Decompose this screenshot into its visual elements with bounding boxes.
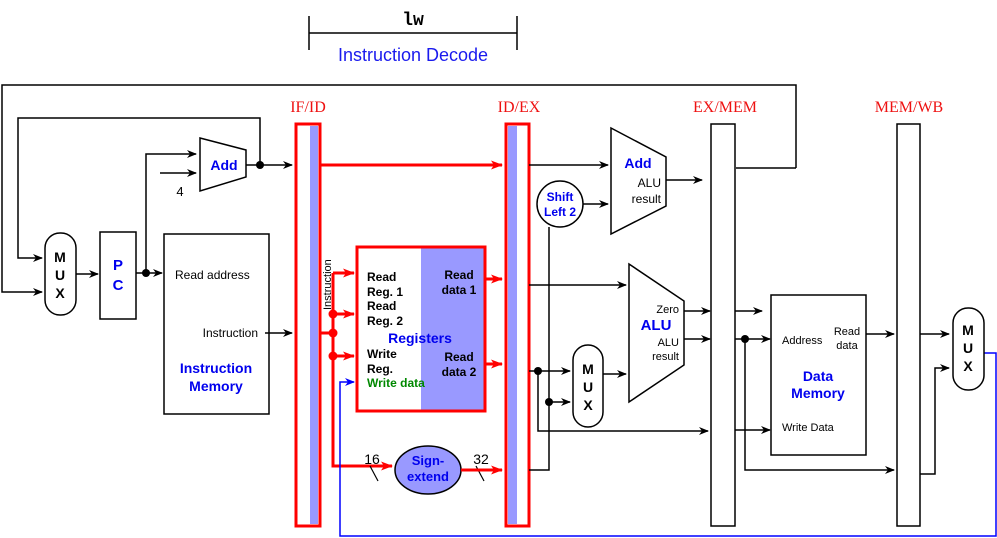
svg-text:ALU: ALU: [638, 176, 661, 190]
writeback-mux: M U X: [952, 307, 985, 391]
stage-header: lw Instruction Decode: [308, 11, 518, 65]
svg-text:Write Data: Write Data: [782, 422, 835, 434]
sign-extend: Sign- extend: [394, 445, 462, 495]
svg-text:X: X: [583, 397, 593, 413]
junction-dot: [328, 328, 338, 338]
svg-text:ALU: ALU: [658, 337, 679, 349]
alu: Zero ALU ALU result: [628, 262, 685, 404]
pc-plus4-feedback-wire: [17, 117, 261, 262]
svg-text:Read: Read: [444, 268, 473, 282]
shift-left-2: Shift Left 2: [536, 180, 584, 228]
svg-text:data 1: data 1: [442, 283, 477, 297]
instruction-memory: Read address Instruction Instruction Mem…: [163, 233, 270, 415]
svg-text:Shift: Shift: [547, 190, 574, 204]
mem-wb-register: [896, 123, 921, 527]
pc-to-adder-wire: [145, 150, 197, 273]
svg-text:Reg. 1: Reg. 1: [367, 285, 403, 299]
svg-text:Registers: Registers: [388, 330, 452, 346]
pc-mux: M U X: [44, 232, 77, 316]
svg-text:data 2: data 2: [442, 365, 477, 379]
bus-width-slash: [369, 465, 379, 482]
bus-width-slash: [475, 465, 485, 482]
svg-text:ALU: ALU: [641, 317, 672, 334]
id-ex-register: [504, 122, 531, 528]
instruction-name: lw: [402, 11, 424, 31]
writeback-data-wire: [339, 352, 997, 537]
svg-text:U: U: [583, 379, 593, 395]
if-id-register: [294, 122, 322, 528]
svg-text:U: U: [963, 340, 973, 356]
program-counter: P C: [99, 231, 137, 320]
svg-text:Memory: Memory: [791, 385, 845, 401]
svg-text:Read address: Read address: [175, 268, 250, 282]
junction-dot: [328, 351, 338, 361]
svg-text:extend: extend: [407, 469, 449, 484]
sign-extend-output-width: 32: [473, 451, 489, 467]
sign-extend-input-width: 16: [364, 451, 380, 467]
readdata2-to-exmem-wire: [537, 371, 709, 435]
svg-text:Reg.: Reg.: [367, 362, 393, 376]
svg-text:Read: Read: [367, 299, 396, 313]
stage-label-ex-mem: EX/MEM: [693, 99, 757, 116]
svg-text:Address: Address: [782, 335, 823, 347]
memwb-bypass-to-mux-wire: [920, 364, 950, 475]
stage-label-mem-wb: MEM/WB: [875, 99, 943, 116]
instruction-bus-label: Instruction: [322, 259, 334, 310]
svg-text:result: result: [652, 351, 679, 363]
stage-label-id-ex: ID/EX: [498, 99, 541, 116]
alu-result-bypass-wire: [744, 339, 895, 474]
svg-text:Add: Add: [210, 157, 237, 173]
svg-text:Instruction: Instruction: [203, 326, 258, 340]
svg-text:result: result: [632, 192, 662, 206]
stage-name: Instruction Decode: [338, 45, 488, 65]
svg-text:Memory: Memory: [189, 378, 243, 394]
alu-src-mux: M U X: [572, 344, 604, 428]
svg-text:Write data: Write data: [367, 376, 425, 390]
svg-text:P: P: [113, 257, 123, 274]
svg-text:Data: Data: [803, 368, 834, 384]
signext-to-shift-wire: [529, 227, 550, 471]
branch-target-feedback-wire: [1, 84, 797, 296]
svg-text:U: U: [55, 267, 65, 283]
svg-text:Read: Read: [367, 270, 396, 284]
svg-text:Read: Read: [444, 350, 473, 364]
svg-text:Left 2: Left 2: [544, 205, 576, 219]
branch-adder: Add ALU result: [610, 126, 667, 236]
svg-text:Read: Read: [834, 326, 860, 338]
svg-text:Sign-: Sign-: [412, 453, 445, 468]
register-file: Read Reg. 1 Read Reg. 2 Registers Write …: [355, 245, 487, 413]
svg-text:Write: Write: [367, 347, 397, 361]
junction-dot: [256, 161, 264, 169]
stage-label-if-id: IF/ID: [290, 99, 326, 116]
data-memory: Address Read data Data Memory Write Data: [770, 294, 867, 456]
svg-text:M: M: [962, 322, 974, 338]
junction-dot: [545, 398, 553, 406]
svg-text:Instruction: Instruction: [180, 360, 252, 376]
ex-mem-register: [710, 123, 736, 527]
svg-text:M: M: [54, 249, 66, 265]
svg-text:M: M: [582, 361, 594, 377]
svg-text:X: X: [963, 358, 973, 374]
svg-text:X: X: [55, 285, 65, 301]
svg-text:C: C: [113, 277, 124, 294]
constant-four: 4: [176, 184, 183, 199]
pc-adder: Add: [199, 137, 247, 193]
svg-text:Reg. 2: Reg. 2: [367, 314, 403, 328]
svg-text:data: data: [836, 340, 858, 352]
svg-text:Zero: Zero: [656, 304, 679, 316]
junction-dot: [328, 309, 338, 319]
svg-text:Add: Add: [624, 155, 651, 171]
